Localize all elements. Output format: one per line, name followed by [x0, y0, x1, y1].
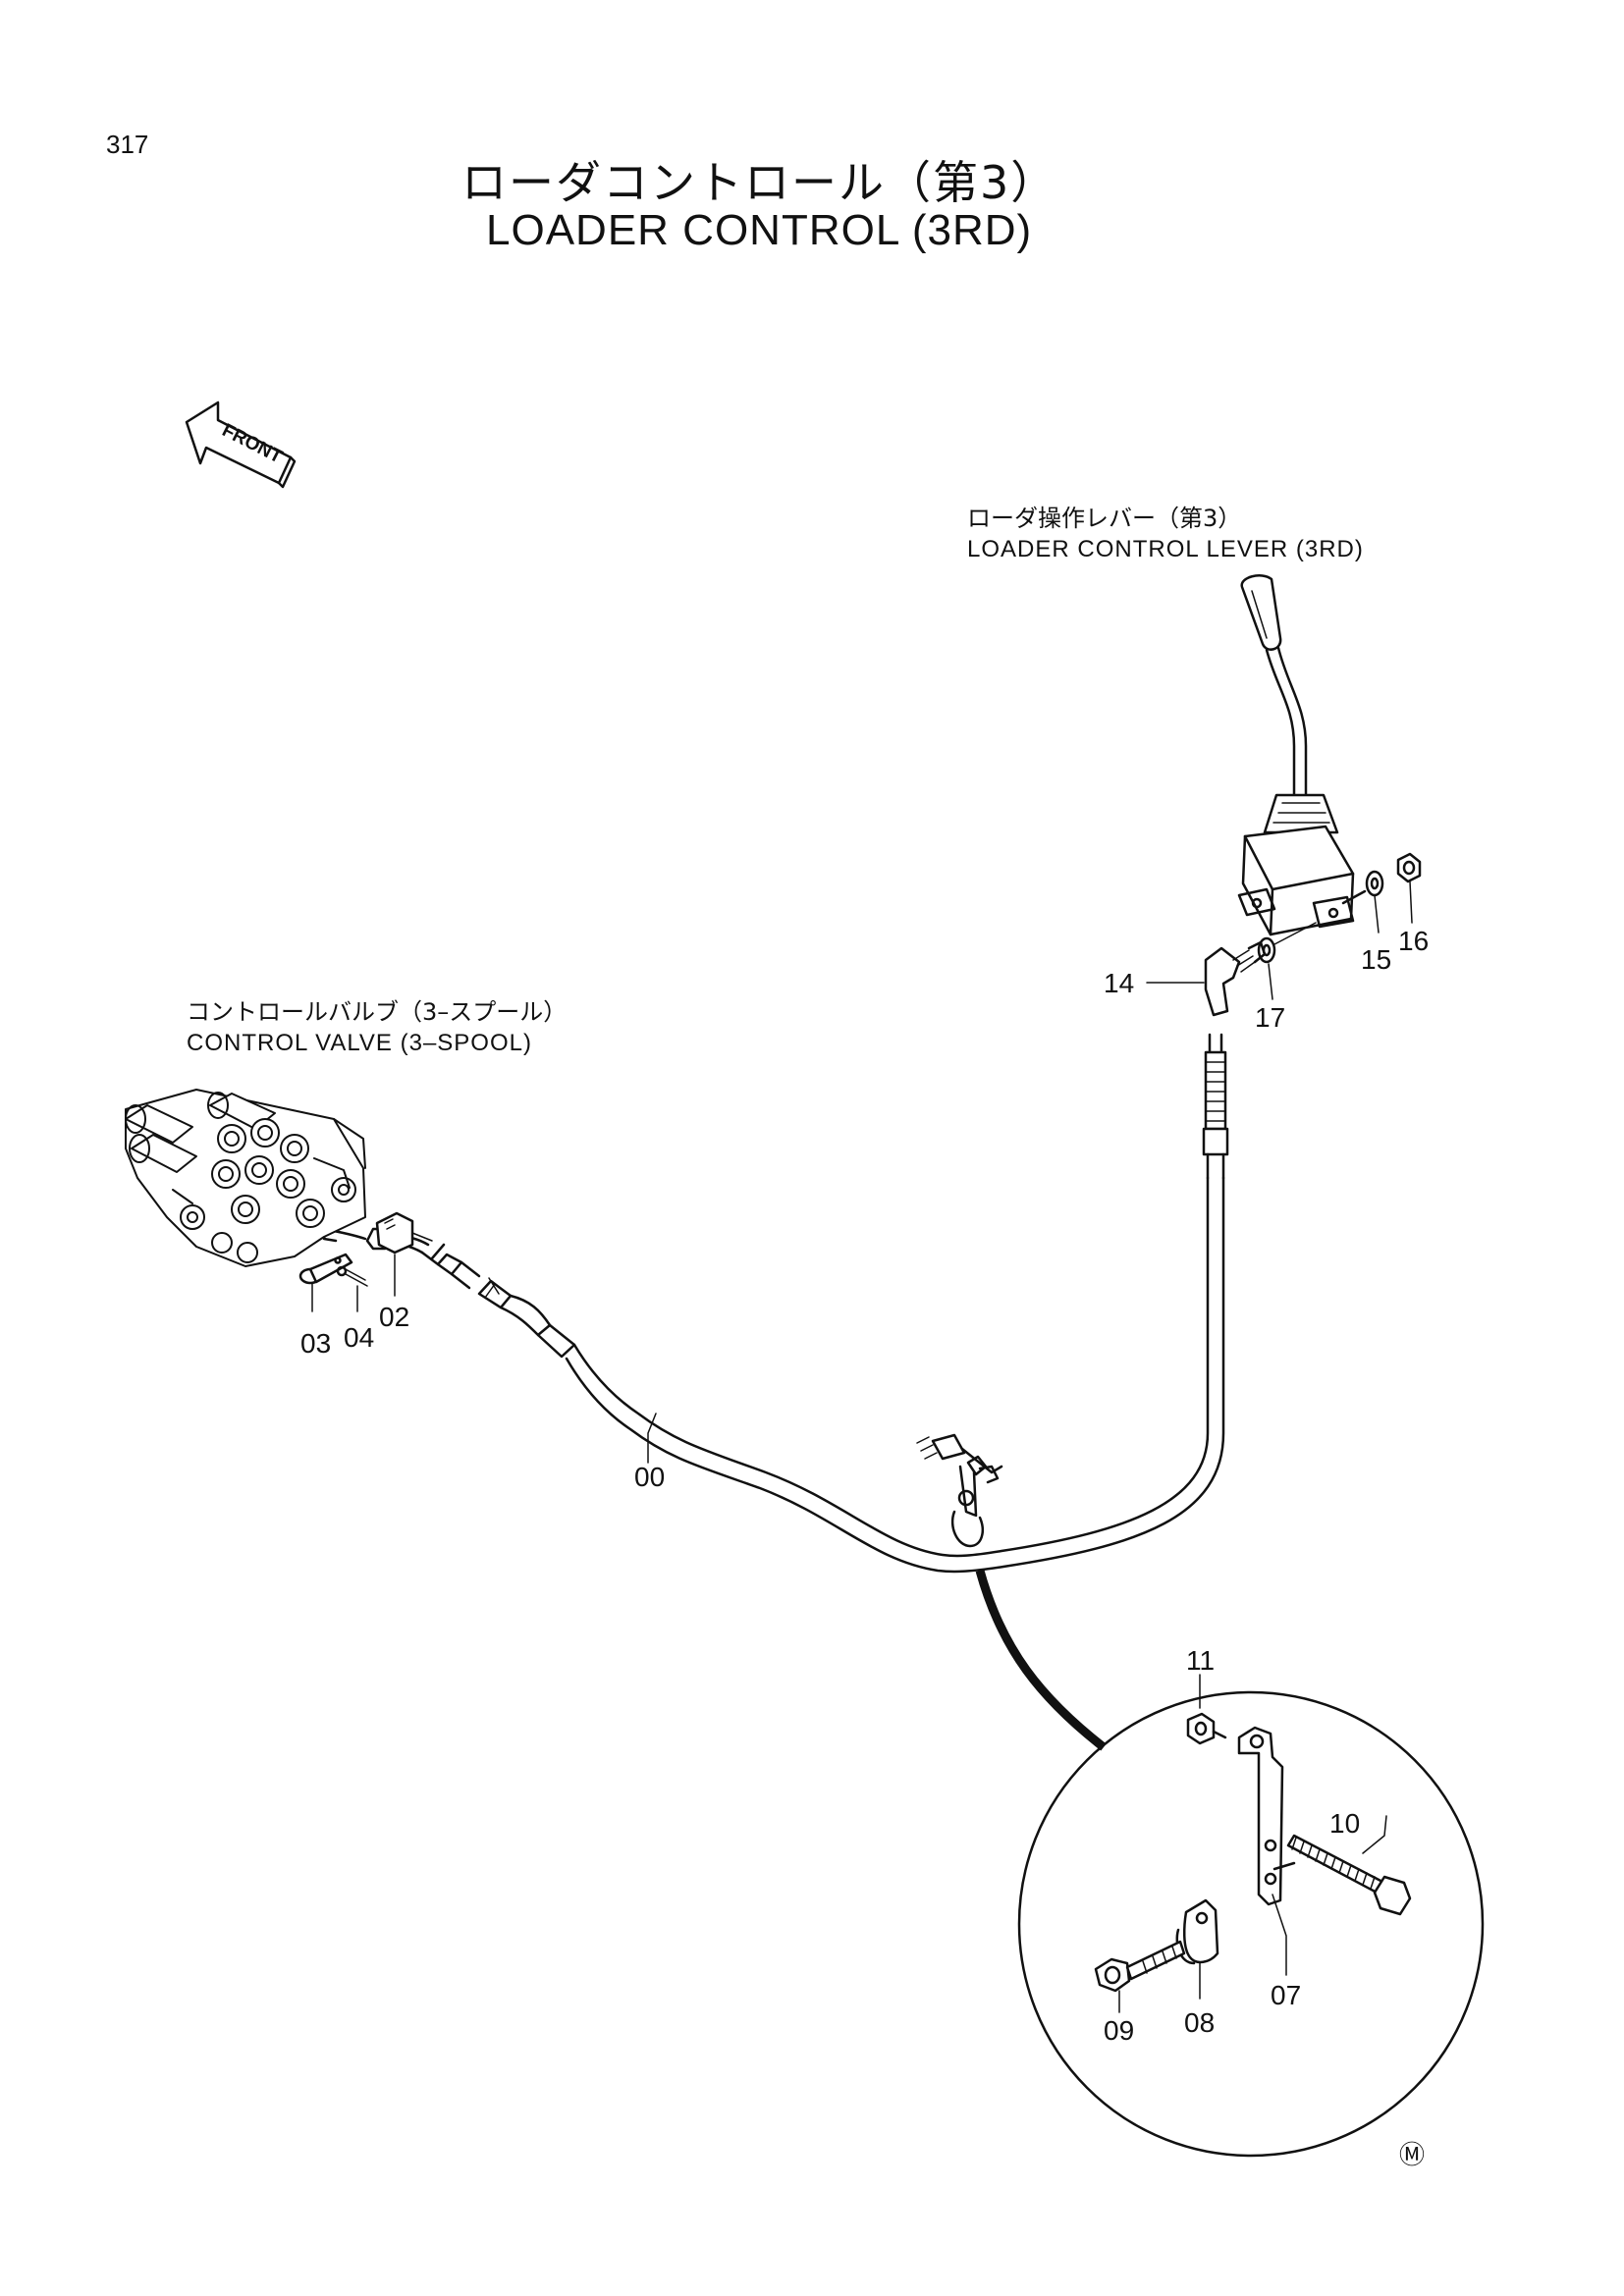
control-lever-assembly: [1237, 574, 1367, 936]
m-mark: Ⓜ: [1399, 2141, 1426, 2170]
part-number-15: 15: [1361, 944, 1391, 975]
clamp-08: [1175, 1898, 1219, 1965]
valve-caption-en: CONTROL VALVE (3–SPOOL): [187, 1030, 532, 1056]
pin-03: [298, 1253, 353, 1285]
page-number: 317: [106, 130, 149, 159]
nut-16: [1396, 852, 1422, 883]
part-number-04: 04: [344, 1322, 374, 1353]
part-number-09: 09: [1104, 2015, 1134, 2046]
part-number-08: 08: [1184, 2007, 1215, 2038]
elbow-joint-14: [1204, 940, 1267, 1017]
part-number-14: 14: [1104, 968, 1134, 998]
valve-caption-jp: コントロールバルブ（3–スプール）: [187, 998, 568, 1026]
part-number-10: 10: [1329, 1808, 1360, 1839]
part-number-02: 02: [379, 1302, 409, 1332]
bracket-07: [1237, 1726, 1296, 1906]
cable-clamp: [916, 1433, 1003, 1548]
nut-11: [1186, 1712, 1227, 1745]
part-number-11: 11: [1186, 1645, 1215, 1676]
bolt-10: [1286, 1815, 1412, 1916]
front-arrow-icon: FRONT: [185, 400, 297, 489]
split-pin-04: [336, 1265, 368, 1287]
part-number-17: 17: [1255, 1002, 1285, 1033]
part-number-07: 07: [1271, 1980, 1301, 2010]
detail-circle: [1017, 1690, 1485, 2158]
control-valve-3-spool: [125, 1089, 366, 1267]
lever-caption: ローダ操作レバー（第3） LOADER CONTROL LEVER (3RD): [967, 503, 1364, 565]
valve-caption: コントロールバルブ（3–スプール） CONTROL VALVE (3–SPOOL…: [187, 996, 567, 1059]
washer-15: [1365, 870, 1384, 897]
lever-caption-en: LOADER CONTROL LEVER (3RD): [967, 536, 1364, 562]
lever-caption-jp: ローダ操作レバー（第3）: [967, 505, 1242, 532]
part-number-03: 03: [300, 1328, 331, 1359]
page-title-jp: ローダコントロール（第3）: [461, 156, 1058, 209]
bolt-09: [1094, 1940, 1186, 1993]
block-02: [375, 1211, 433, 1255]
part-number-00: 00: [634, 1462, 665, 1492]
part-number-16: 16: [1398, 926, 1429, 956]
page-title-en: LOADER CONTROL (3RD): [486, 206, 1033, 254]
